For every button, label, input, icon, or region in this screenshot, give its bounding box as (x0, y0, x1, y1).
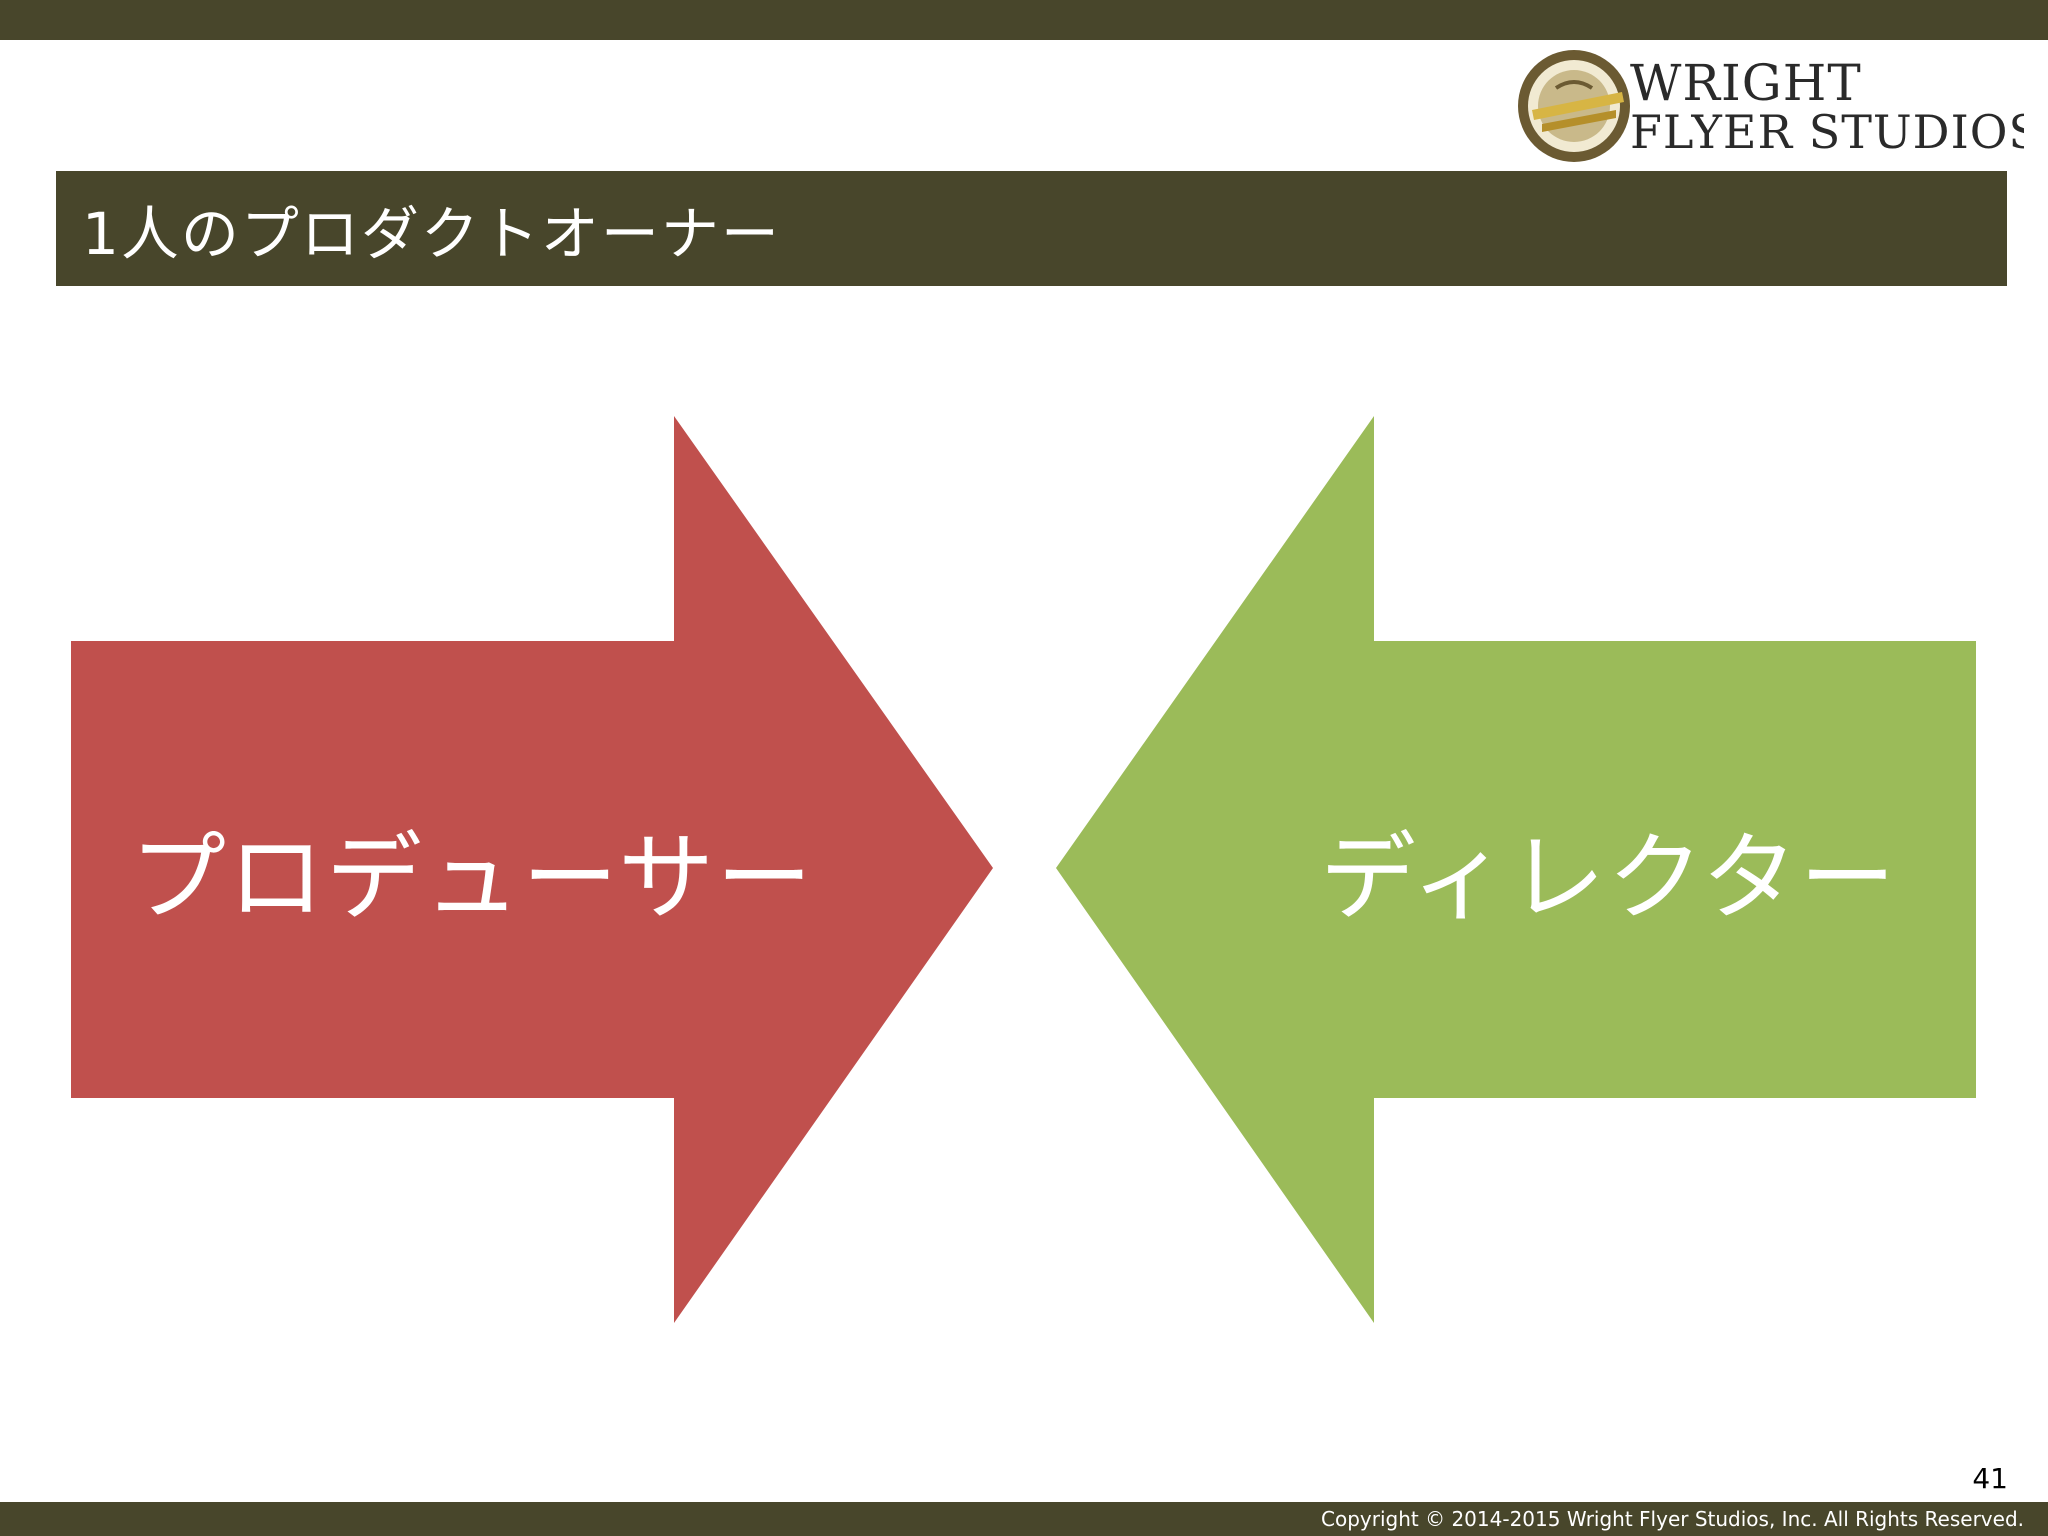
bottom-bar (0, 1502, 2048, 1536)
title-bar: 1人のプロダクトオーナー (56, 171, 2007, 286)
logo-wordmark: WRIGHT FLYER STUDIOS (1630, 54, 2024, 159)
producer-label: プロデューサー (130, 822, 815, 934)
logo-emblem-icon (1518, 50, 1630, 162)
director-label: ディレクター (1320, 822, 1898, 934)
copyright-text: Copyright © 2014-2015 Wright Flyer Studi… (1321, 1507, 2024, 1531)
top-bar (0, 0, 2048, 40)
slide-title: 1人のプロダクトオーナー (82, 199, 781, 268)
company-logo: WRIGHT FLYER STUDIOS (1512, 48, 2024, 168)
page-number: 41 (1972, 1462, 2008, 1495)
svg-text:WRIGHT: WRIGHT (1630, 54, 1862, 112)
arrow-director (1056, 416, 1976, 1323)
svg-text:FLYER STUDIOS: FLYER STUDIOS (1630, 105, 2024, 159)
arrow-producer (71, 416, 993, 1323)
